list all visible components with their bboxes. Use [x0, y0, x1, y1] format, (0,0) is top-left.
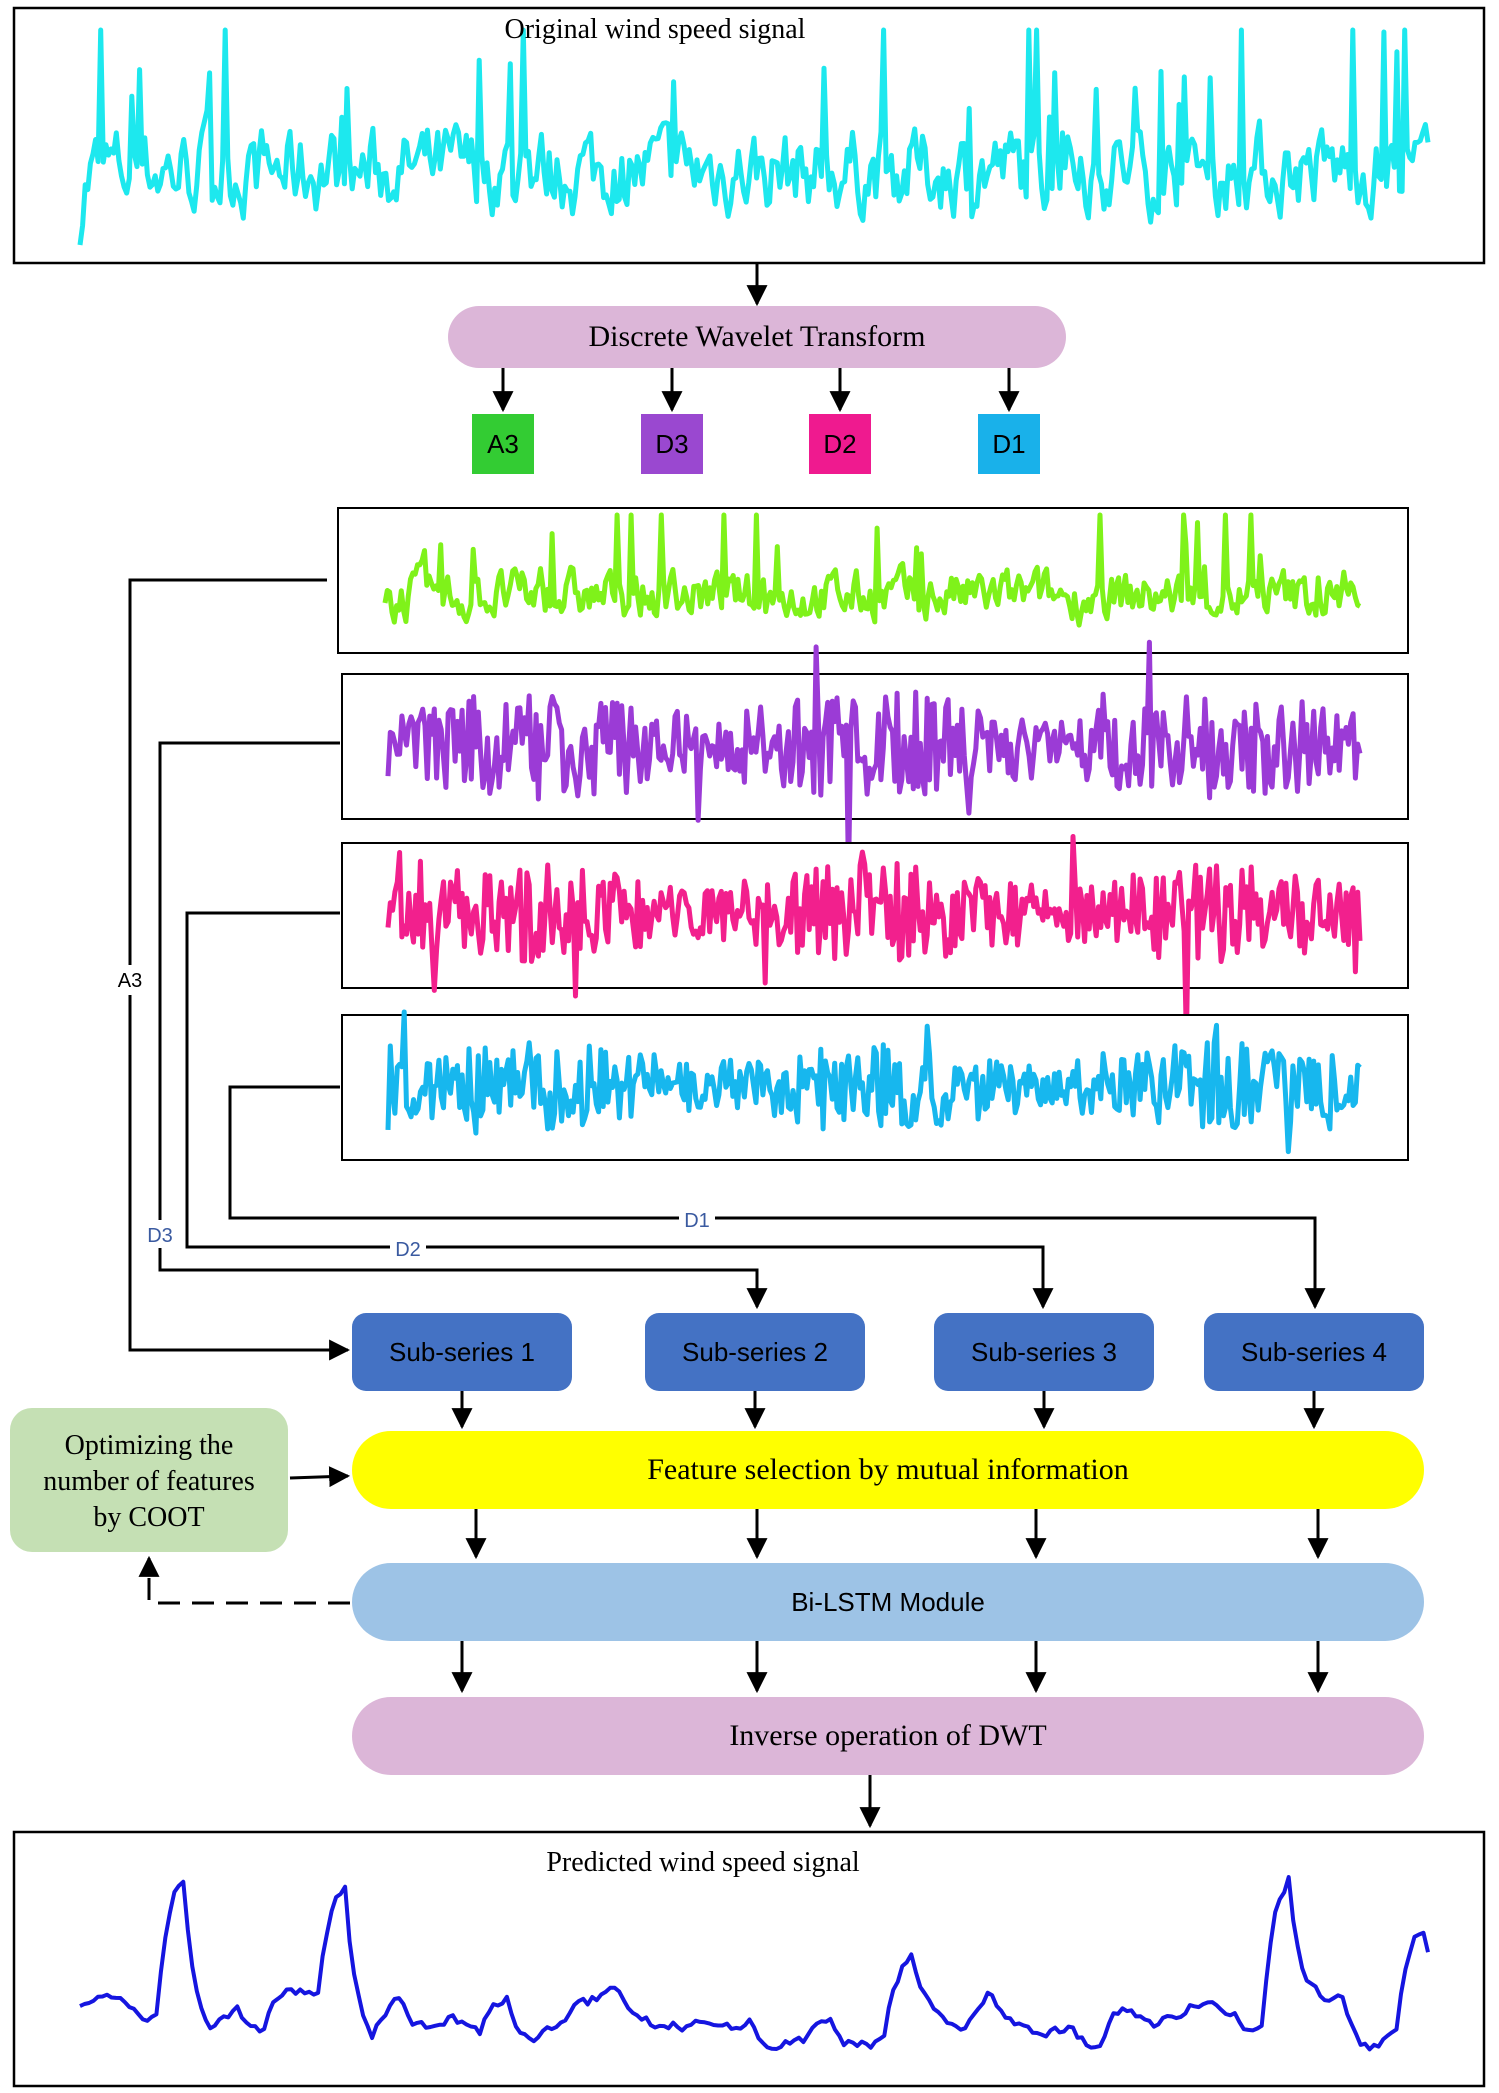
d1-signal-panel — [341, 1009, 1409, 1161]
component-a3-label: A3 — [487, 429, 519, 459]
predicted-signal-panel: Predicted wind speed signal — [12, 1830, 1486, 2088]
d2-signal-panel — [341, 834, 1409, 1042]
feature-selection-block: Feature selection by mutual information — [352, 1431, 1424, 1509]
component-d3-label: D3 — [655, 429, 688, 459]
coot-line-1: Optimizing the — [65, 1430, 234, 1461]
original-signal-panel: Original wind speed signal — [12, 6, 1486, 265]
route-d3-label-bg — [143, 1220, 177, 1248]
route-d2-label: D2 — [395, 1239, 421, 1261]
route-d1-label: D1 — [684, 1210, 710, 1232]
predicted-signal-trace — [79, 1875, 1430, 2052]
route-d3 — [158, 741, 768, 1310]
bilstm-label: Bi-LSTM Module — [791, 1587, 985, 1617]
subseries-2-label: Sub-series 2 — [682, 1337, 828, 1367]
subseries-2-box: Sub-series 2 — [645, 1313, 865, 1391]
route-a3-label: A3 — [118, 970, 142, 992]
d1-signal-trace — [385, 1009, 1362, 1155]
component-box-a3: A3 — [472, 414, 534, 474]
original-signal-title: Original wind speed signal — [505, 14, 806, 45]
predicted-signal-title: Predicted wind speed signal — [546, 1847, 860, 1878]
route-d2-label-bg — [390, 1236, 426, 1260]
coot-line-3: by COOT — [93, 1502, 204, 1533]
original-signal-trace — [77, 27, 1431, 246]
d3-signal-panel — [341, 639, 1409, 878]
feature-selection-label: Feature selection by mutual information — [647, 1453, 1129, 1486]
component-d1-label: D1 — [992, 429, 1025, 459]
inverse-dwt-block: Inverse operation of DWT — [352, 1697, 1424, 1775]
dwt-block: Discrete Wavelet Transform — [448, 306, 1066, 368]
component-box-d2: D2 — [809, 414, 871, 474]
inverse-dwt-label: Inverse operation of DWT — [729, 1719, 1046, 1752]
component-box-d1: D1 — [978, 414, 1040, 474]
a3-signal-panel — [337, 507, 1409, 654]
subseries-1-box: Sub-series 1 — [352, 1313, 572, 1391]
dashed-feedback-to-coot — [138, 1555, 350, 1605]
component-d2-label: D2 — [823, 429, 856, 459]
coot-line-2: number of features — [43, 1466, 254, 1497]
route-d2 — [185, 911, 1054, 1310]
route-a3-label-bg — [113, 965, 147, 995]
route-d1 — [228, 1085, 1326, 1310]
route-d1-label-bg — [679, 1207, 715, 1231]
dwt-label: Discrete Wavelet Transform — [589, 320, 926, 353]
subseries-3-box: Sub-series 3 — [934, 1313, 1154, 1391]
component-box-d3: D3 — [641, 414, 703, 474]
subseries-3-label: Sub-series 3 — [971, 1337, 1117, 1367]
coot-block: Optimizing the number of features by COO… — [10, 1408, 288, 1552]
arrow-coot-to-feature — [289, 1466, 351, 1488]
subseries-4-box: Sub-series 4 — [1204, 1313, 1424, 1391]
d2-signal-trace — [385, 834, 1363, 1042]
bilstm-block: Bi-LSTM Module — [352, 1563, 1424, 1641]
subseries-1-label: Sub-series 1 — [389, 1337, 535, 1367]
route-d3-label: D3 — [147, 1225, 173, 1247]
d3-signal-trace — [385, 639, 1363, 878]
subseries-4-label: Sub-series 4 — [1241, 1337, 1387, 1367]
a3-signal-trace — [382, 512, 1362, 628]
